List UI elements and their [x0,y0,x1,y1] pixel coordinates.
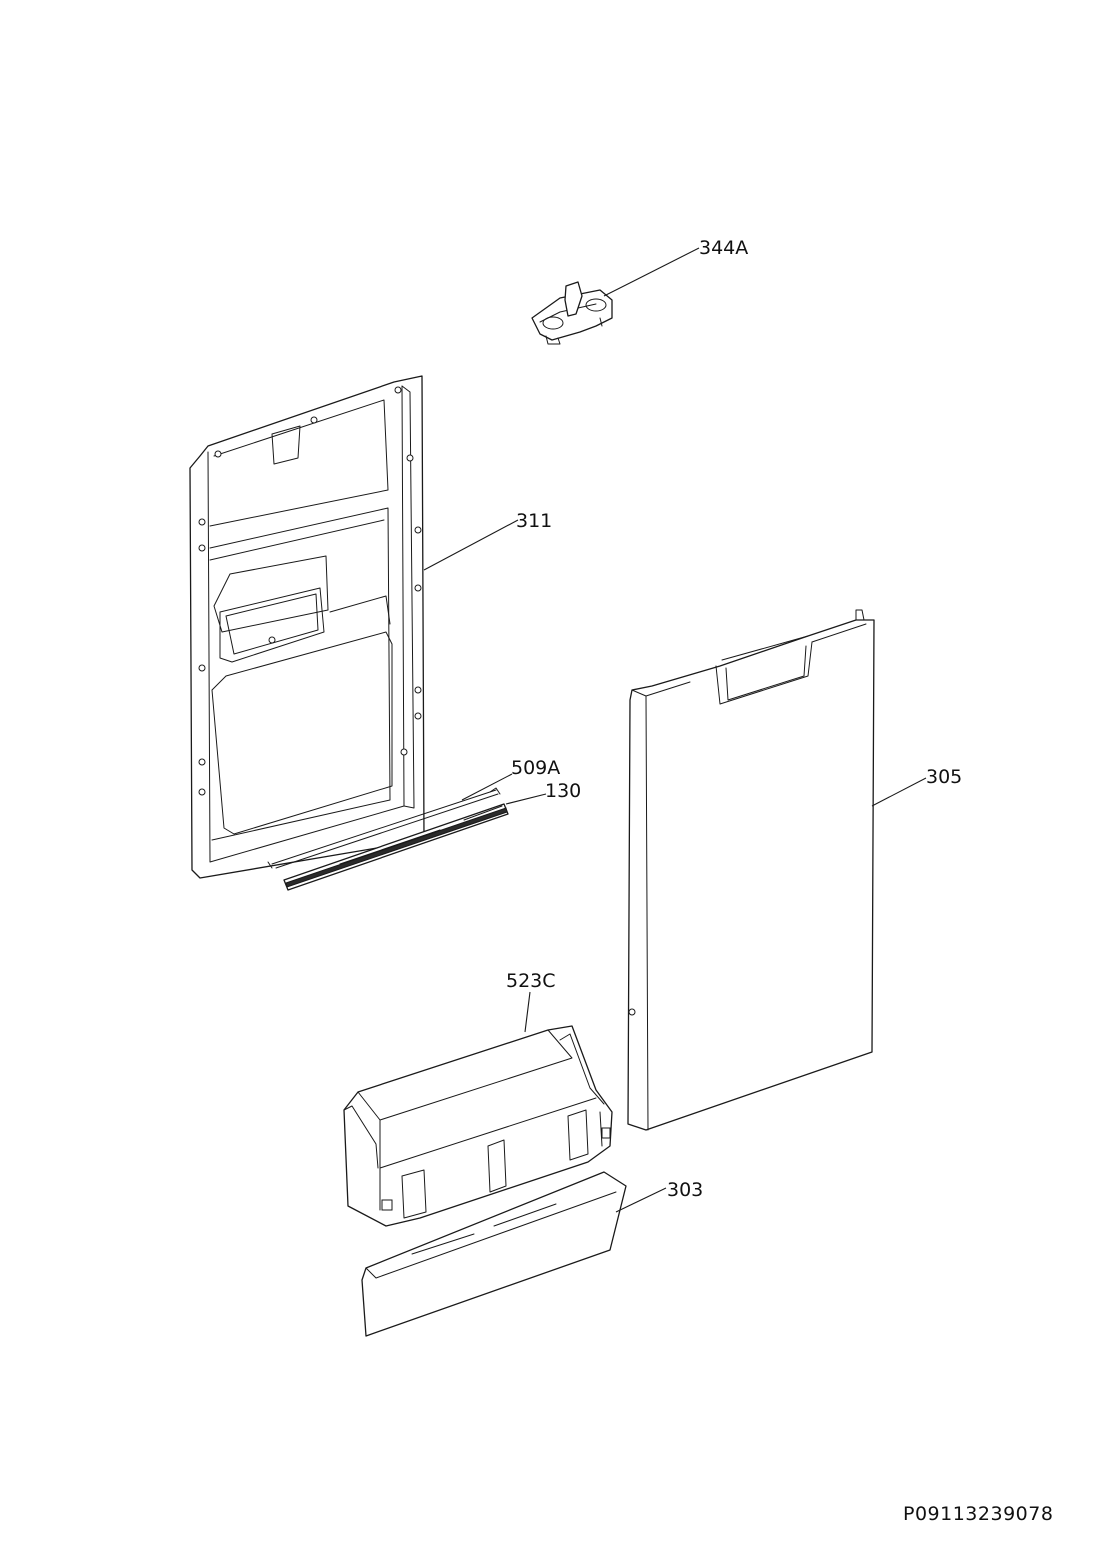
document-code: P09113239078 [903,1503,1053,1525]
leader-523C [524,991,531,1033]
part-303-front-cover [361,1171,627,1337]
label-523C: 523C [506,970,556,992]
leader-305 [871,777,927,807]
leader-509A [461,773,513,801]
leader-344A [603,247,700,297]
part-311-inner-door-frame [189,375,425,879]
leader-303 [615,1187,667,1213]
label-303: 303 [667,1179,703,1201]
part-509A-rod [267,787,501,869]
part-130-seal-strip [283,803,509,891]
part-344A-bracket [531,281,613,345]
label-305: 305 [926,766,962,788]
leader-130 [505,793,547,805]
label-509A: 509A [511,757,560,779]
part-305-outer-door-panel [627,609,875,1131]
label-344A: 344A [699,237,748,259]
part-523C-control-housing [343,1025,613,1227]
leader-311 [423,519,519,571]
label-130: 130 [545,780,581,802]
label-311: 311 [516,510,552,532]
